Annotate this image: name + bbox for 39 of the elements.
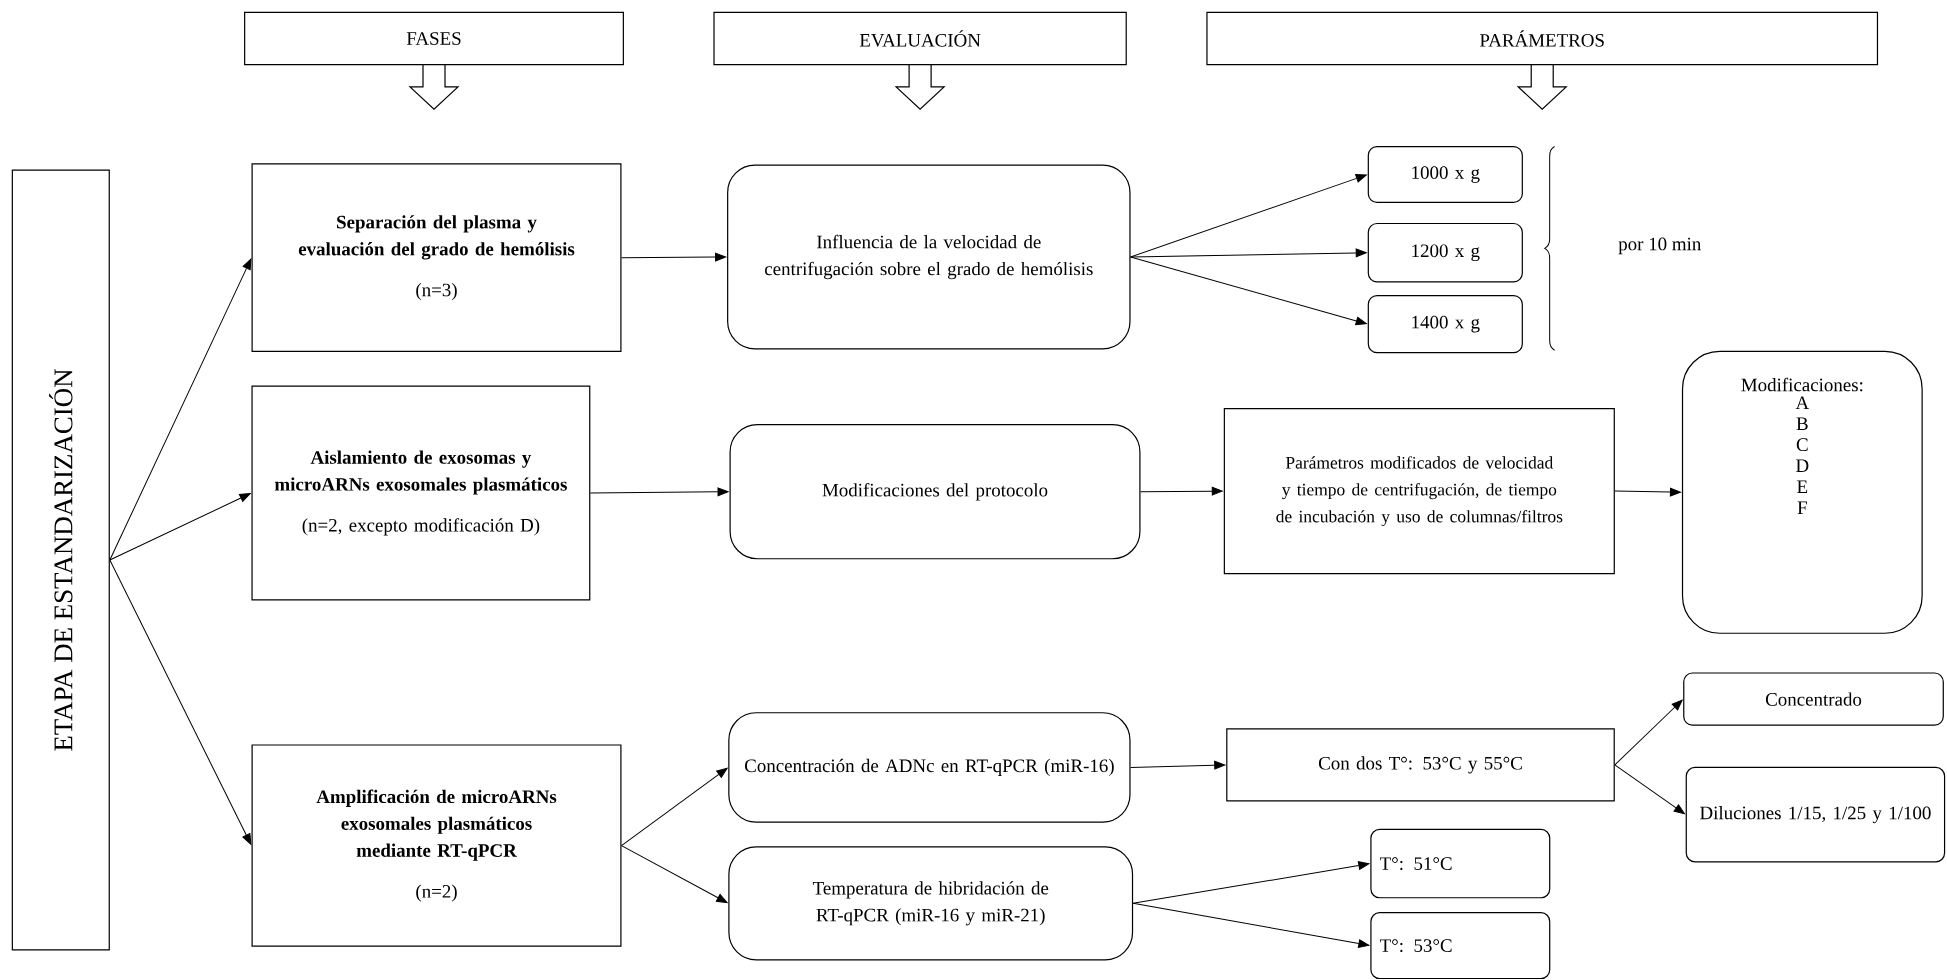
arrow — [1130, 760, 1226, 770]
phase-box: Amplificación de microARNs exosomales plasmáticos mediante RT-qPCR (n=2) — [251, 744, 622, 947]
header-callout: PARÁMETROS — [1206, 11, 1879, 111]
parameter-box: T°: 51°C — [1370, 828, 1551, 899]
arrow — [1130, 256, 1367, 326]
header-callout: FASES — [244, 11, 624, 111]
evaluation-box: Temperatura de hibridación de RT-qPCR (miR-16 y miR-21) — [728, 846, 1134, 961]
parameter-box: 1400 x g — [1367, 294, 1523, 354]
arrow — [1140, 486, 1223, 496]
arrow — [589, 487, 729, 497]
modifications-box: Modificaciones: A B C D E F — [1681, 350, 1923, 634]
phase-box: Separación del plasma y evaluación del grado de hemólisis (n=3) — [251, 163, 622, 353]
arrow — [1614, 764, 1685, 815]
parameter-box: Parámetros modificados de velocidad y tiempo de centrifugación, de tiempo de incubación y uso de columnas/filtros — [1223, 407, 1615, 575]
parameter-box: 1200 x g — [1367, 222, 1523, 283]
parameter-box: Con dos T°: 53°C y 55°C — [1226, 728, 1615, 802]
header-callout: EVALUACIÓN — [713, 11, 1127, 111]
parameter-box: Concentrado — [1683, 672, 1944, 726]
arrow — [621, 845, 728, 904]
evaluation-box: Modificaciones del protocolo — [729, 424, 1141, 560]
note-text: por 10 min — [1618, 237, 1701, 255]
arrow — [621, 252, 727, 262]
arrow — [109, 258, 252, 561]
parameter-box: T°: 53°C — [1370, 912, 1551, 980]
arrow — [1614, 487, 1681, 497]
phase-box: Aislamiento de exosomas y microARNs exosomales plasmáticos (n=2, excepto modificación D) — [251, 385, 591, 601]
arrow — [1130, 248, 1367, 258]
evaluation-box: Concentración de ADNc en RT-qPCR (miR-16) — [728, 712, 1131, 823]
evaluation-box: Influencia de la velocidad de centrifugación sobre el grado de hemólisis — [727, 164, 1131, 350]
arrow — [621, 767, 728, 847]
parameter-box: 1000 x g — [1367, 145, 1523, 204]
arrow — [1132, 902, 1370, 948]
parameter-box: Diluciones 1/15, 1/25 y 1/100 — [1685, 766, 1946, 863]
arrow — [1614, 699, 1683, 766]
arrow — [1130, 174, 1367, 258]
stage-box: ETAPA DE ESTANDARIZACIÓN — [11, 169, 110, 951]
arrow — [109, 493, 251, 561]
arrow — [1132, 861, 1370, 904]
arrow — [109, 559, 252, 845]
